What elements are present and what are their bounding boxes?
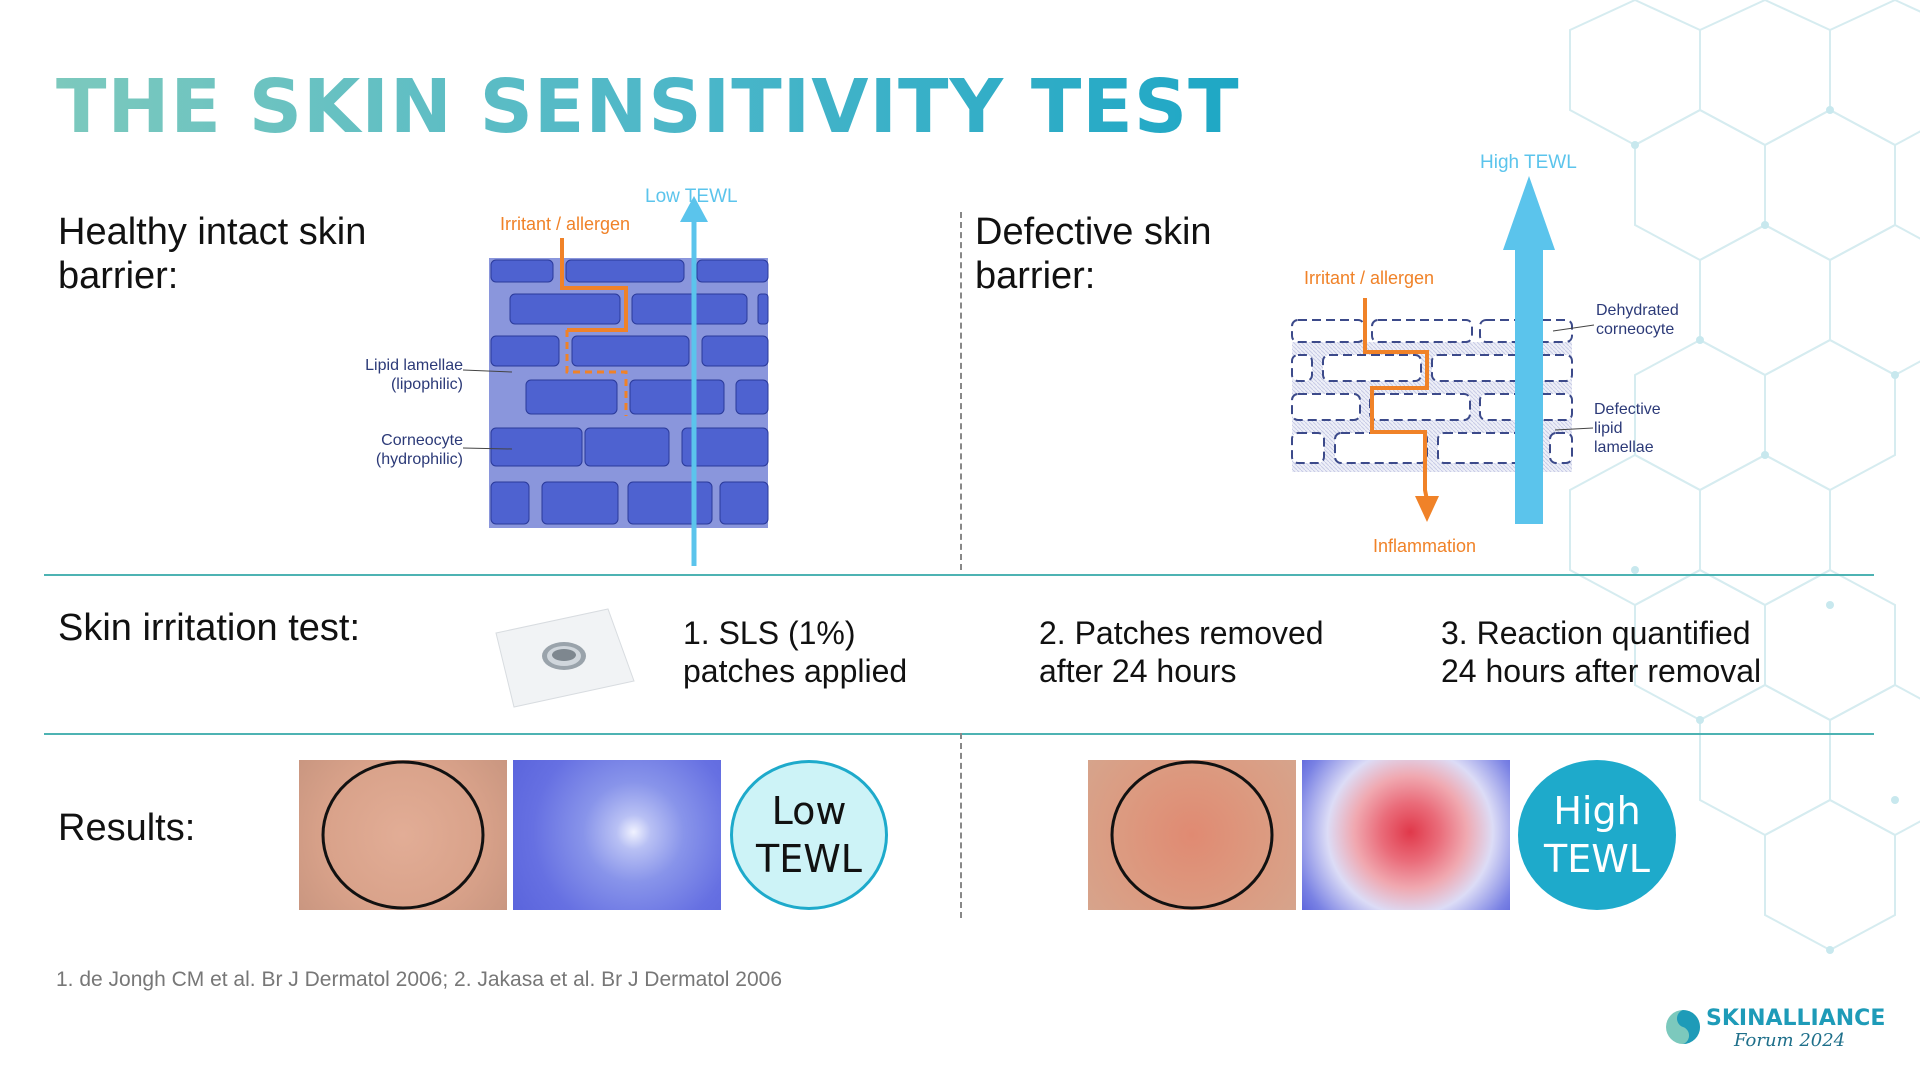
lipid-leader-line xyxy=(462,369,513,373)
dehydrated-line1: Dehydrated xyxy=(1596,302,1679,319)
corneocyte-leader-line xyxy=(462,447,513,450)
results-label: Results: xyxy=(58,807,196,849)
irritant-blocked-path xyxy=(565,330,628,416)
divider-rule-lower xyxy=(44,733,1874,735)
dehydrated-line2: corneocyte xyxy=(1596,321,1675,338)
slide-title: THE SKIN SENSITIVITY TEST xyxy=(56,64,1240,150)
step-1-line1: 1. SLS (1%) xyxy=(683,615,856,651)
healthy-skin-photo xyxy=(299,760,507,910)
healthy-irritant-label: Irritant / allergen xyxy=(500,214,631,234)
defective-lipid-leader-line xyxy=(1554,427,1594,431)
skinalliance-logo: SKINALLIANCE Forum 2024 xyxy=(1664,1004,1885,1054)
low-badge-line1: Low xyxy=(771,789,847,833)
step-2-line1: 2. Patches removed xyxy=(1039,615,1324,651)
corneocyte-label: Corneocyte (hydrophilic) xyxy=(330,431,463,469)
corneocyte-label-line2: (hydrophilic) xyxy=(375,451,463,468)
healthy-tewl-scan xyxy=(513,760,721,910)
step-3-line1: 3. Reaction quantified xyxy=(1441,615,1751,651)
high-tewl-badge: High TEWL xyxy=(1518,760,1676,910)
high-tewl-arrow-shaft xyxy=(1515,248,1543,524)
defective-irritant-label: Irritant / allergen xyxy=(1304,268,1435,288)
logo-sub-text: Forum 2024 xyxy=(1734,1030,1846,1051)
defective-skin-photo xyxy=(1088,760,1296,910)
low-tewl-arrow-head xyxy=(680,196,708,222)
logo-mark-icon xyxy=(1666,1010,1700,1044)
defective-heading-line1: Defective skin xyxy=(975,211,1212,253)
defective-lipid-label: Defective lipid lamellae xyxy=(1594,400,1661,457)
step-3: 3. Reaction quantified 24 hours after re… xyxy=(1441,614,1761,690)
section-divider-top xyxy=(960,212,962,570)
lipid-lamellae-label: Lipid lamellae (lipophilic) xyxy=(330,356,463,394)
step-1-line2: patches applied xyxy=(683,653,908,689)
irritation-test-label: Skin irritation test: xyxy=(58,607,360,649)
low-tewl-badge: Low TEWL xyxy=(730,760,888,910)
patch-image xyxy=(495,608,635,708)
healthy-low-tewl-label: Low TEWL xyxy=(645,186,738,207)
defective-tewl-scan xyxy=(1302,760,1510,910)
defective-line1: Defective xyxy=(1594,401,1661,418)
defective-barrier-diagram xyxy=(1291,176,1595,524)
inflammation-label: Inflammation xyxy=(1373,536,1477,556)
hexagon-pattern-background xyxy=(1569,0,1920,954)
step-1: 1. SLS (1%) patches applied xyxy=(683,614,907,690)
logo-brand-text: SKINALLIANCE xyxy=(1706,1006,1886,1031)
defective-line3: lamellae xyxy=(1594,439,1654,456)
healthy-heading: Healthy intact skin barrier: xyxy=(58,210,366,298)
high-badge-line1: High xyxy=(1553,789,1641,833)
dehydrated-corneocyte-label: Dehydrated corneocyte xyxy=(1596,301,1679,339)
inflammation-arrow-head xyxy=(1415,496,1439,522)
healthy-heading-line1: Healthy intact skin xyxy=(58,211,367,253)
high-tewl-label: High TEWL xyxy=(1480,152,1577,173)
defective-heading-line2: barrier: xyxy=(975,255,1096,297)
step-3-line2: 24 hours after removal xyxy=(1441,653,1762,689)
low-badge-line2: TEWL xyxy=(756,837,862,881)
divider-rule-upper xyxy=(44,574,1874,576)
healthy-heading-line2: barrier: xyxy=(58,255,179,297)
irritant-path xyxy=(560,238,628,332)
step-2: 2. Patches removed after 24 hours xyxy=(1039,614,1324,690)
defective-line2: lipid xyxy=(1594,420,1623,437)
corneocyte-label-line1: Corneocyte xyxy=(381,432,463,449)
lipid-label-line1: Lipid lamellae xyxy=(365,357,463,374)
step-2-line2: after 24 hours xyxy=(1039,653,1237,689)
healthy-barrier-diagram xyxy=(462,196,769,566)
lipid-label-line2: (lipophilic) xyxy=(390,376,463,393)
dehydrated-leader-line xyxy=(1552,324,1595,332)
defective-heading: Defective skin barrier: xyxy=(975,210,1212,298)
high-tewl-arrow-head xyxy=(1503,176,1555,250)
section-divider-bottom xyxy=(960,733,962,918)
high-badge-line2: TEWL xyxy=(1544,837,1650,881)
irritant-penetration-path xyxy=(1363,298,1429,501)
footnote-citation: 1. de Jongh CM et al. Br J Dermatol 2006… xyxy=(56,968,783,991)
